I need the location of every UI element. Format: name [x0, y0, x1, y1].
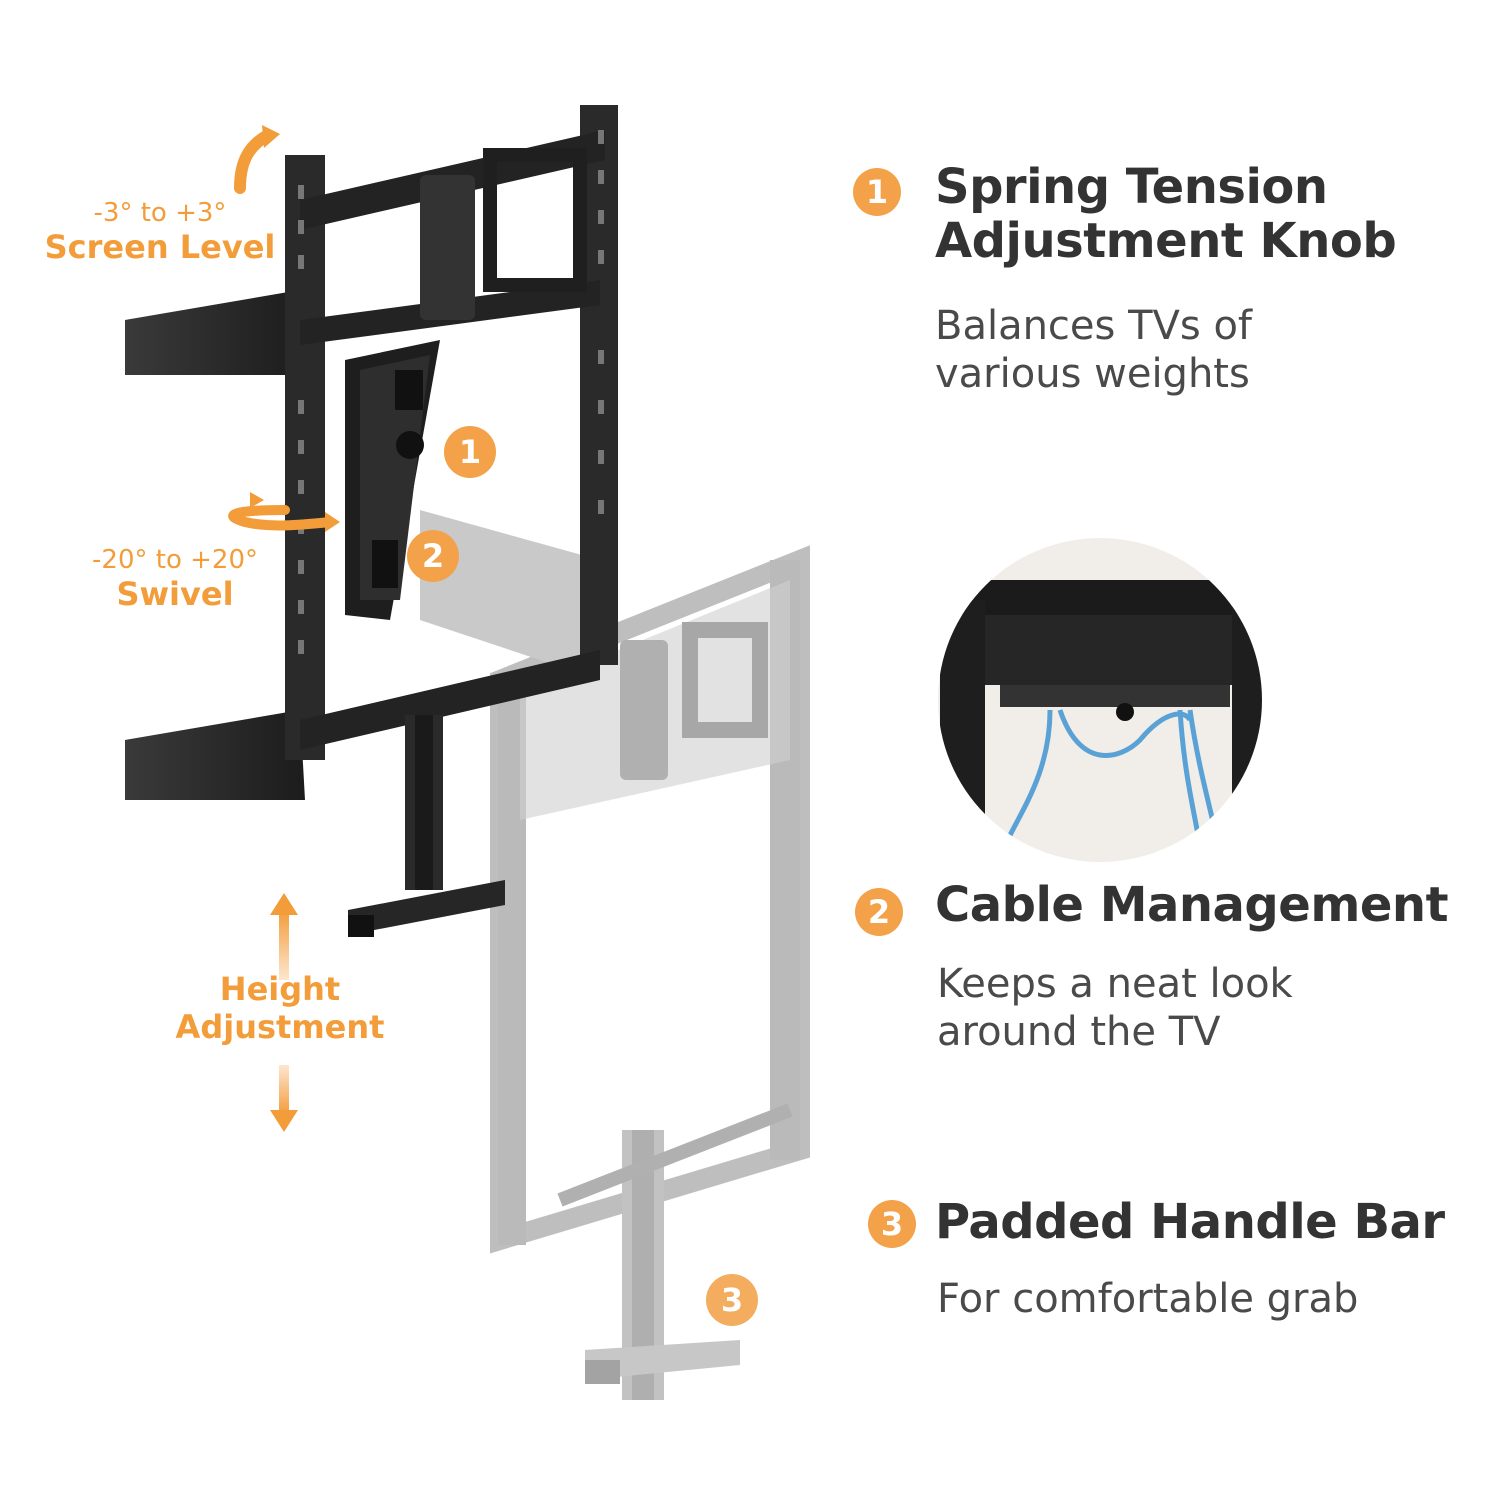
feature-1-desc-line1: Balances TVs of — [935, 303, 1252, 349]
height-line1: Height — [219, 970, 341, 1008]
marker-3: 3 — [706, 1274, 758, 1326]
screen-level-label: Screen Level — [44, 228, 276, 266]
feature-2-description: Keeps a neat look around the TV — [937, 960, 1293, 1056]
feature-2-desc-line2: around the TV — [937, 1009, 1221, 1055]
feature-1-number: 1 — [853, 168, 901, 216]
screen-level-annotation: -3° to +3° Screen Level — [40, 198, 280, 266]
swivel-annotation: -20° to +20° Swivel — [50, 545, 300, 613]
feature-2-title: Cable Management — [935, 877, 1449, 933]
feature-3-title-line1: Padded Handle Bar — [935, 1194, 1445, 1250]
raised-mount — [125, 105, 618, 937]
feature-3-description: For comfortable grab — [937, 1275, 1358, 1323]
feature-2-number: 2 — [855, 888, 903, 936]
feature-1-title-line1: Spring Tension — [935, 159, 1328, 215]
marker-1: 1 — [444, 426, 496, 478]
screen-level-range: -3° to +3° — [93, 198, 227, 228]
height-up-arrow — [270, 893, 298, 980]
height-line2: Adjustment — [175, 1008, 385, 1046]
swivel-arrow — [228, 492, 340, 532]
feature-1-title-line2: Adjustment Knob — [935, 213, 1397, 270]
feature-3-number: 3 — [868, 1200, 916, 1248]
swivel-range: -20° to +20° — [92, 545, 258, 575]
feature-3-title: Padded Handle Bar — [935, 1195, 1445, 1249]
feature-1-description: Balances TVs of various weights — [935, 302, 1252, 398]
feature-2-desc-line1: Keeps a neat look — [937, 961, 1293, 1007]
feature-2-title-line1: Cable Management — [935, 877, 1449, 933]
height-annotation: Height Adjustment — [160, 970, 400, 1046]
feature-3-desc-line1: For comfortable grab — [937, 1276, 1359, 1322]
cable-management-inset — [938, 538, 1262, 862]
marker-2: 2 — [407, 530, 459, 582]
feature-1-title: Spring Tension Adjustment Knob — [935, 159, 1397, 270]
lowered-mount-ghost — [420, 510, 810, 1400]
height-down-arrow — [270, 1065, 298, 1132]
swivel-label: Swivel — [116, 575, 234, 613]
screen-level-arrow — [234, 125, 280, 194]
feature-1-desc-line2: various weights — [935, 351, 1250, 397]
